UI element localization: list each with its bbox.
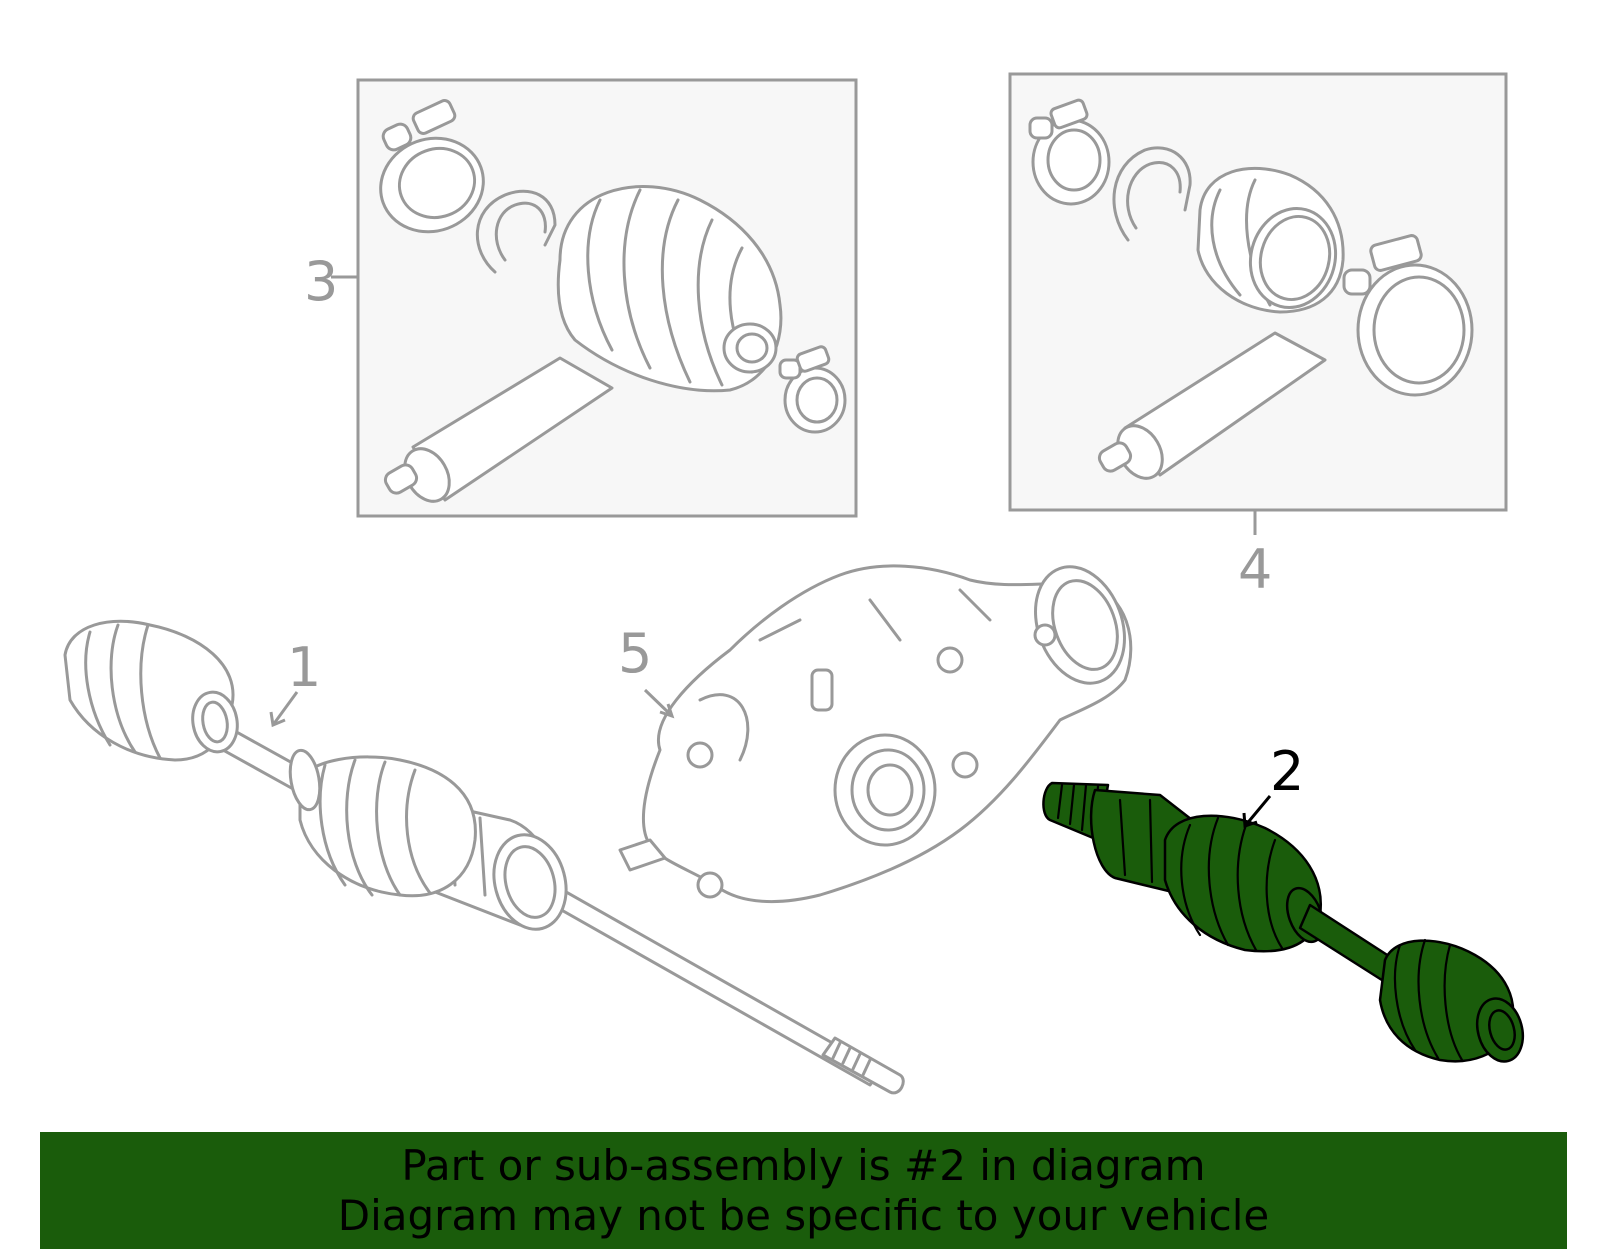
callout-5-arrowhead [659, 703, 675, 719]
differential-part-5[interactable] [618, 554, 1140, 903]
grease-tube-icon [1097, 331, 1327, 480]
callout-5-leader [643, 688, 674, 718]
callout-1-leader [271, 691, 299, 726]
boot-kit-3[interactable] [356, 78, 858, 518]
info-banner: Part or sub-assembly is #2 in diagram Di… [40, 1132, 1567, 1249]
snap-ring-icon [475, 189, 557, 274]
boot-kit-4[interactable] [1008, 72, 1508, 512]
small-clamp-icon [1028, 98, 1111, 206]
callout-1-label[interactable]: 1 [287, 636, 321, 699]
large-clamp-icon [1342, 234, 1474, 397]
banner-line-2: Diagram may not be specific to your vehi… [337, 1190, 1270, 1240]
banner-line-1: Part or sub-assembly is #2 in diagram [401, 1140, 1206, 1190]
callout-1-arrowhead [269, 711, 286, 728]
callout-5-label[interactable]: 5 [618, 622, 652, 685]
small-clamp-icon [778, 345, 847, 434]
cv-boot-icon [1196, 167, 1345, 314]
large-clamp-icon [379, 99, 485, 234]
callout-3-label[interactable]: 3 [304, 250, 338, 313]
grease-tube-icon [383, 356, 614, 503]
callout-4-label[interactable]: 4 [1238, 538, 1272, 601]
callout-2-arrowhead [1242, 812, 1258, 829]
cv-boot-icon [556, 185, 783, 393]
snap-ring-icon [1112, 146, 1192, 242]
callout-2-label[interactable]: 2 [1270, 740, 1304, 803]
axle-shaft-part-2-highlighted[interactable] [1042, 781, 1529, 1067]
callout-2-leader [1243, 795, 1272, 827]
axle-shaft-part-1[interactable] [63, 619, 905, 1095]
